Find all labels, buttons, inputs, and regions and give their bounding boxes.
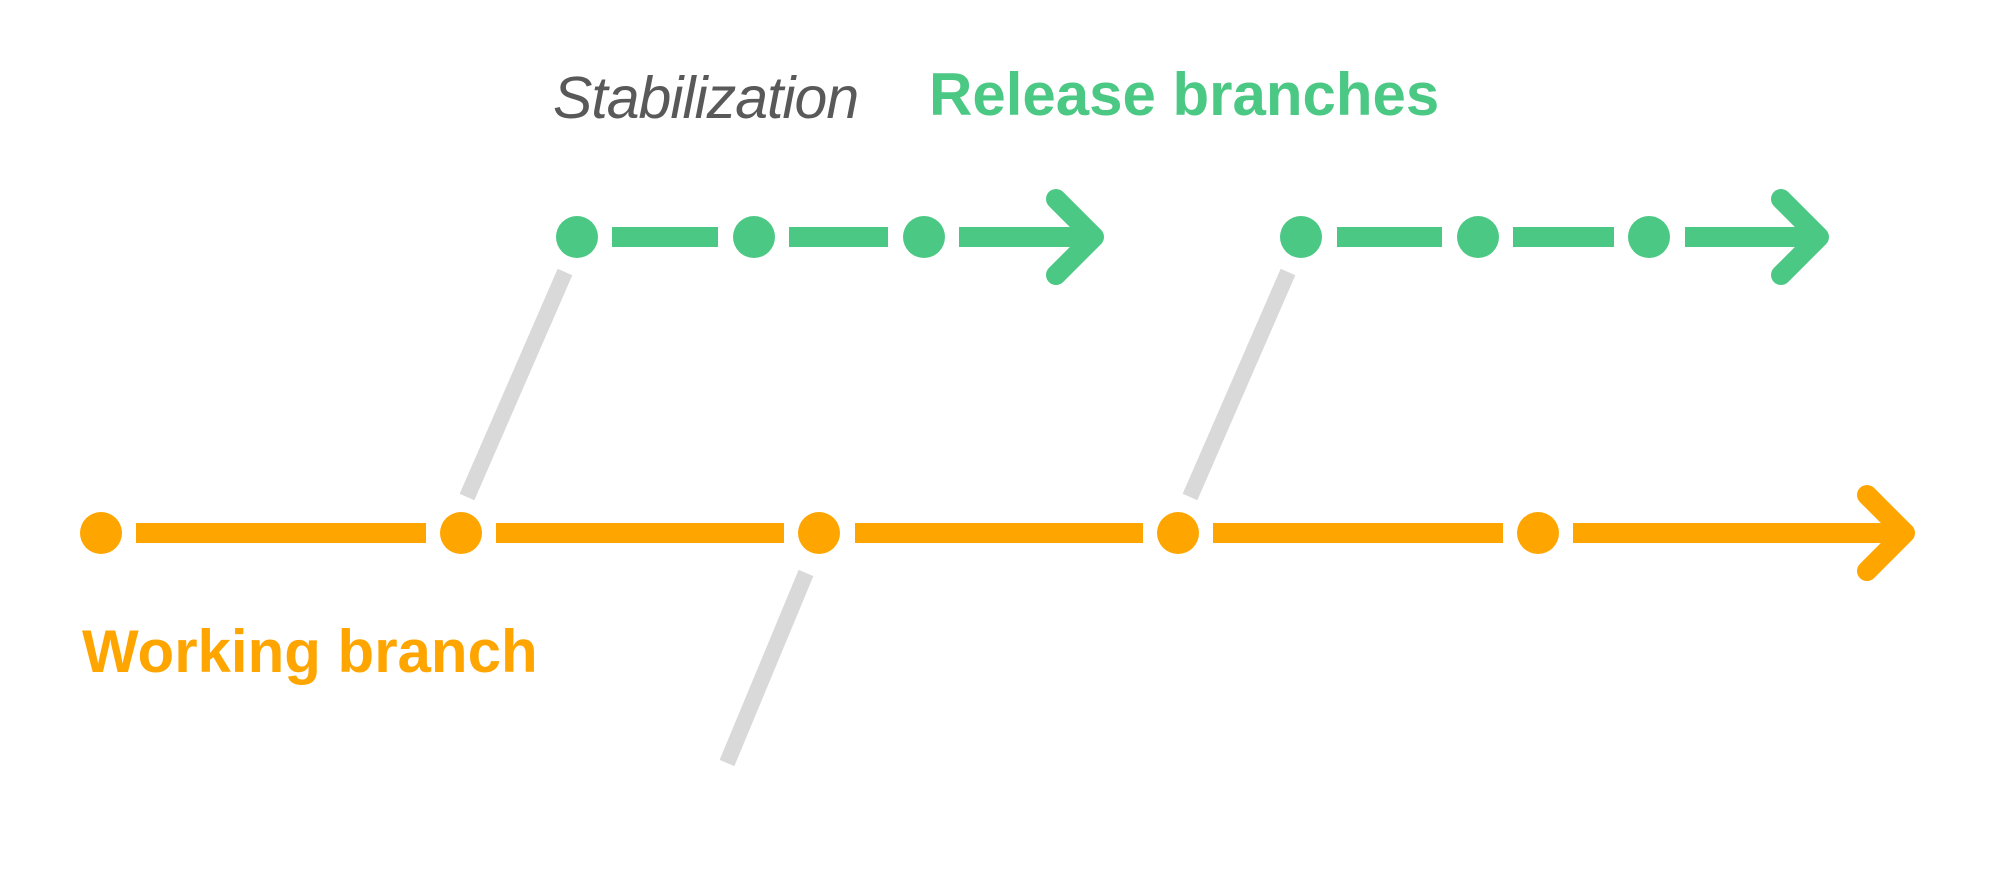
working-commits bbox=[80, 512, 1559, 554]
release-commit bbox=[1628, 216, 1670, 258]
connector-release-1 bbox=[459, 268, 573, 501]
working-commit bbox=[1517, 512, 1559, 554]
stabilization-label: Stabilization bbox=[553, 65, 858, 131]
working-commit bbox=[80, 512, 122, 554]
release-commit bbox=[903, 216, 945, 258]
working-commit bbox=[440, 512, 482, 554]
release-commit bbox=[733, 216, 775, 258]
working-branch-label: Working branch bbox=[82, 618, 538, 685]
release-1-arrow-head bbox=[1046, 189, 1104, 285]
working-commit bbox=[1157, 512, 1199, 554]
connector-release-2 bbox=[1182, 268, 1296, 501]
release-branches-label: Release branches bbox=[929, 61, 1439, 128]
release-branch-2 bbox=[1280, 189, 1829, 285]
working-arrow-head bbox=[1857, 485, 1915, 581]
release-2-arrow-head bbox=[1771, 189, 1829, 285]
release-commit bbox=[1280, 216, 1322, 258]
release-commit bbox=[556, 216, 598, 258]
release-branch-1 bbox=[556, 189, 1104, 285]
release-commit bbox=[1457, 216, 1499, 258]
working-branch bbox=[80, 485, 1915, 581]
branch-connectors bbox=[459, 268, 1296, 767]
working-commit bbox=[798, 512, 840, 554]
release-2-commits bbox=[1280, 216, 1670, 258]
release-1-commits bbox=[556, 216, 945, 258]
connector-stub bbox=[719, 569, 814, 767]
